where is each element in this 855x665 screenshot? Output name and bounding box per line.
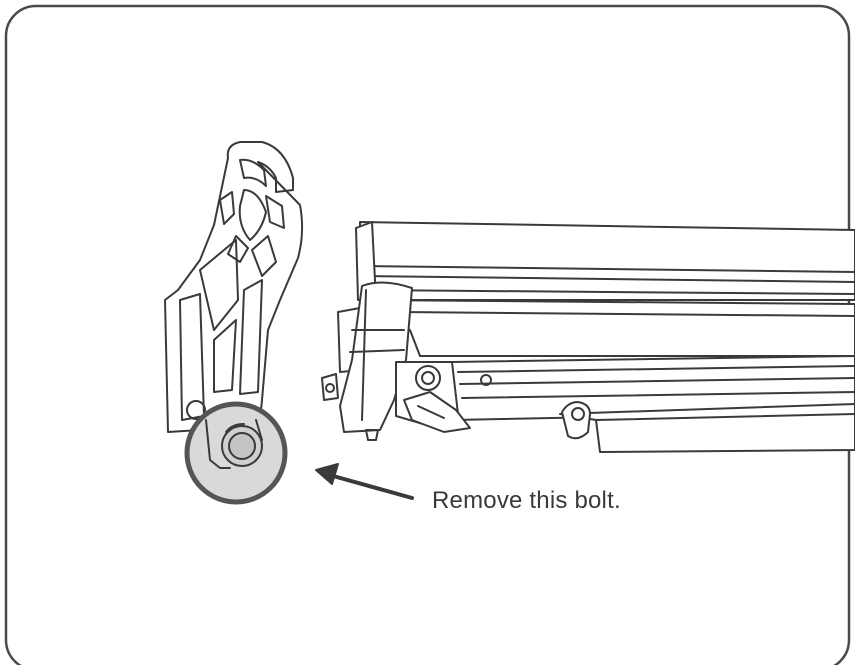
arrow-icon (315, 463, 414, 500)
treadmill-frame (321, 221, 855, 453)
bolt-highlight (184, 401, 288, 505)
instruction-caption: Remove this bolt. (432, 487, 621, 514)
leg-bracket (164, 141, 304, 471)
